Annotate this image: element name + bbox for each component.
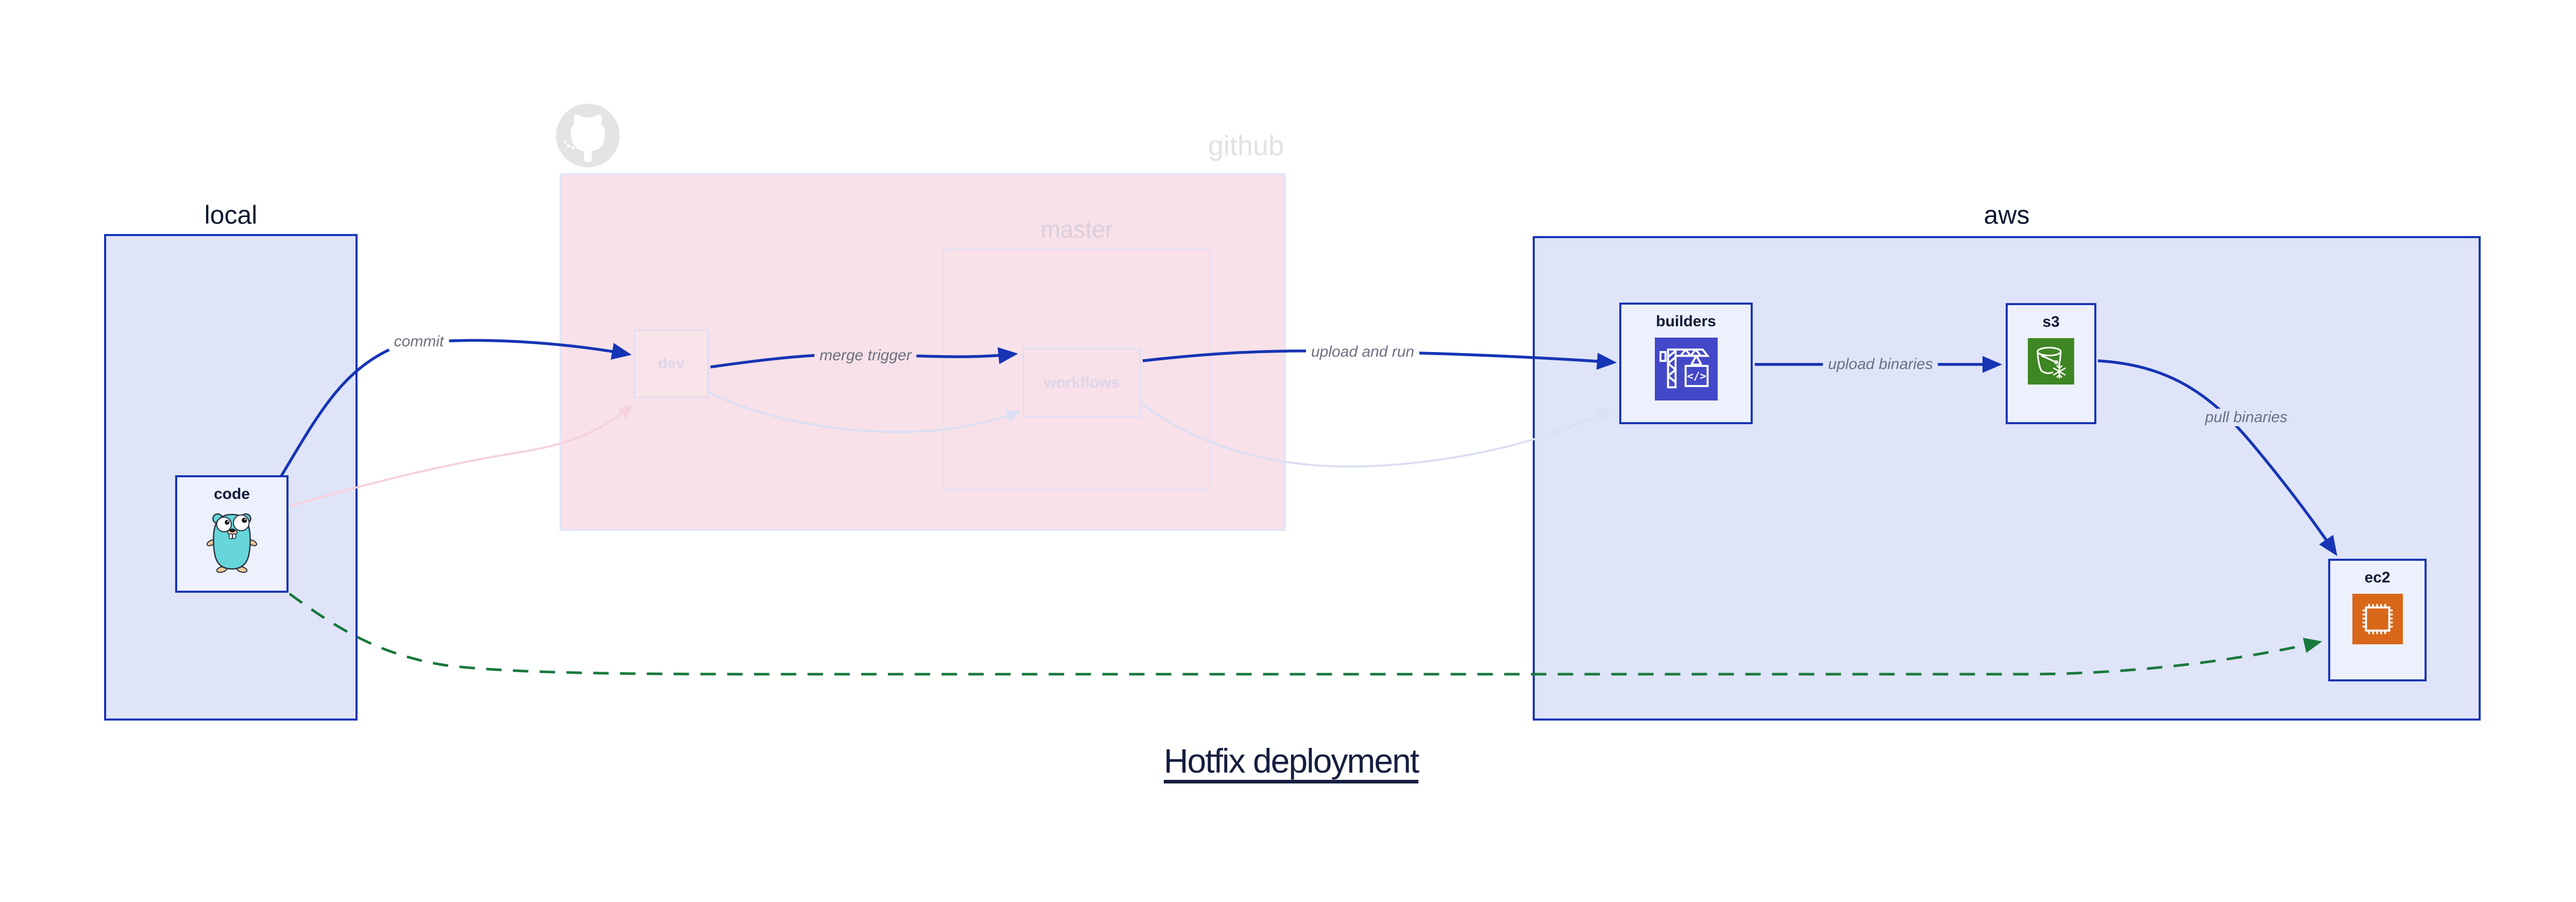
master-group-label: master [1040, 216, 1113, 243]
master-group-box [943, 248, 1211, 490]
edge-label-upload-binaries: upload binaries [1823, 356, 1938, 373]
node-code-label: code [213, 486, 250, 503]
node-dev: dev [634, 329, 709, 398]
edge-code-dev-faded [289, 405, 633, 507]
node-dev-label: dev [658, 355, 685, 372]
aws-group-label: aws [1984, 201, 2030, 229]
codebuild-crane-icon: </> [1654, 338, 1718, 400]
github-group-label: github [1208, 130, 1284, 161]
edge-label-commit: commit [388, 333, 449, 350]
diagram-title: Hotfix deployment [1163, 742, 1419, 780]
edge-label-merge-trigger: merge trigger [814, 347, 917, 364]
edge-s3-ec2 [2097, 359, 2337, 556]
node-workflows-label: workflows [1044, 374, 1120, 391]
s3-bucket-snowflake-icon [2028, 338, 2074, 385]
node-s3: s3 [2006, 303, 2096, 424]
go-gopher-icon [206, 513, 258, 573]
node-code: code [175, 475, 289, 593]
node-ec2-label: ec2 [2364, 569, 2391, 586]
edge-workflows-builders-faded [1142, 404, 1612, 468]
edge-label-upload-and-run: upload and run [1306, 343, 1420, 361]
node-workflows: workflows [1023, 348, 1141, 417]
edge-label-pull-binaries: pull binaries [2199, 409, 2293, 426]
edge-code-ec2-dashed [289, 592, 2323, 676]
node-builders: builders </> [1619, 303, 1753, 424]
edge-dev-workflows-faded [709, 392, 1021, 433]
github-octocat-logo-icon [556, 104, 620, 168]
svg-text:</>: </> [1687, 370, 1706, 382]
edge-code-dev [279, 339, 632, 478]
local-group-label: local [204, 201, 258, 229]
node-s3-label: s3 [2042, 313, 2060, 330]
node-ec2: ec2 [2328, 559, 2427, 681]
node-builders-label: builders [1656, 313, 1716, 330]
ec2-chip-icon [2352, 594, 2403, 644]
